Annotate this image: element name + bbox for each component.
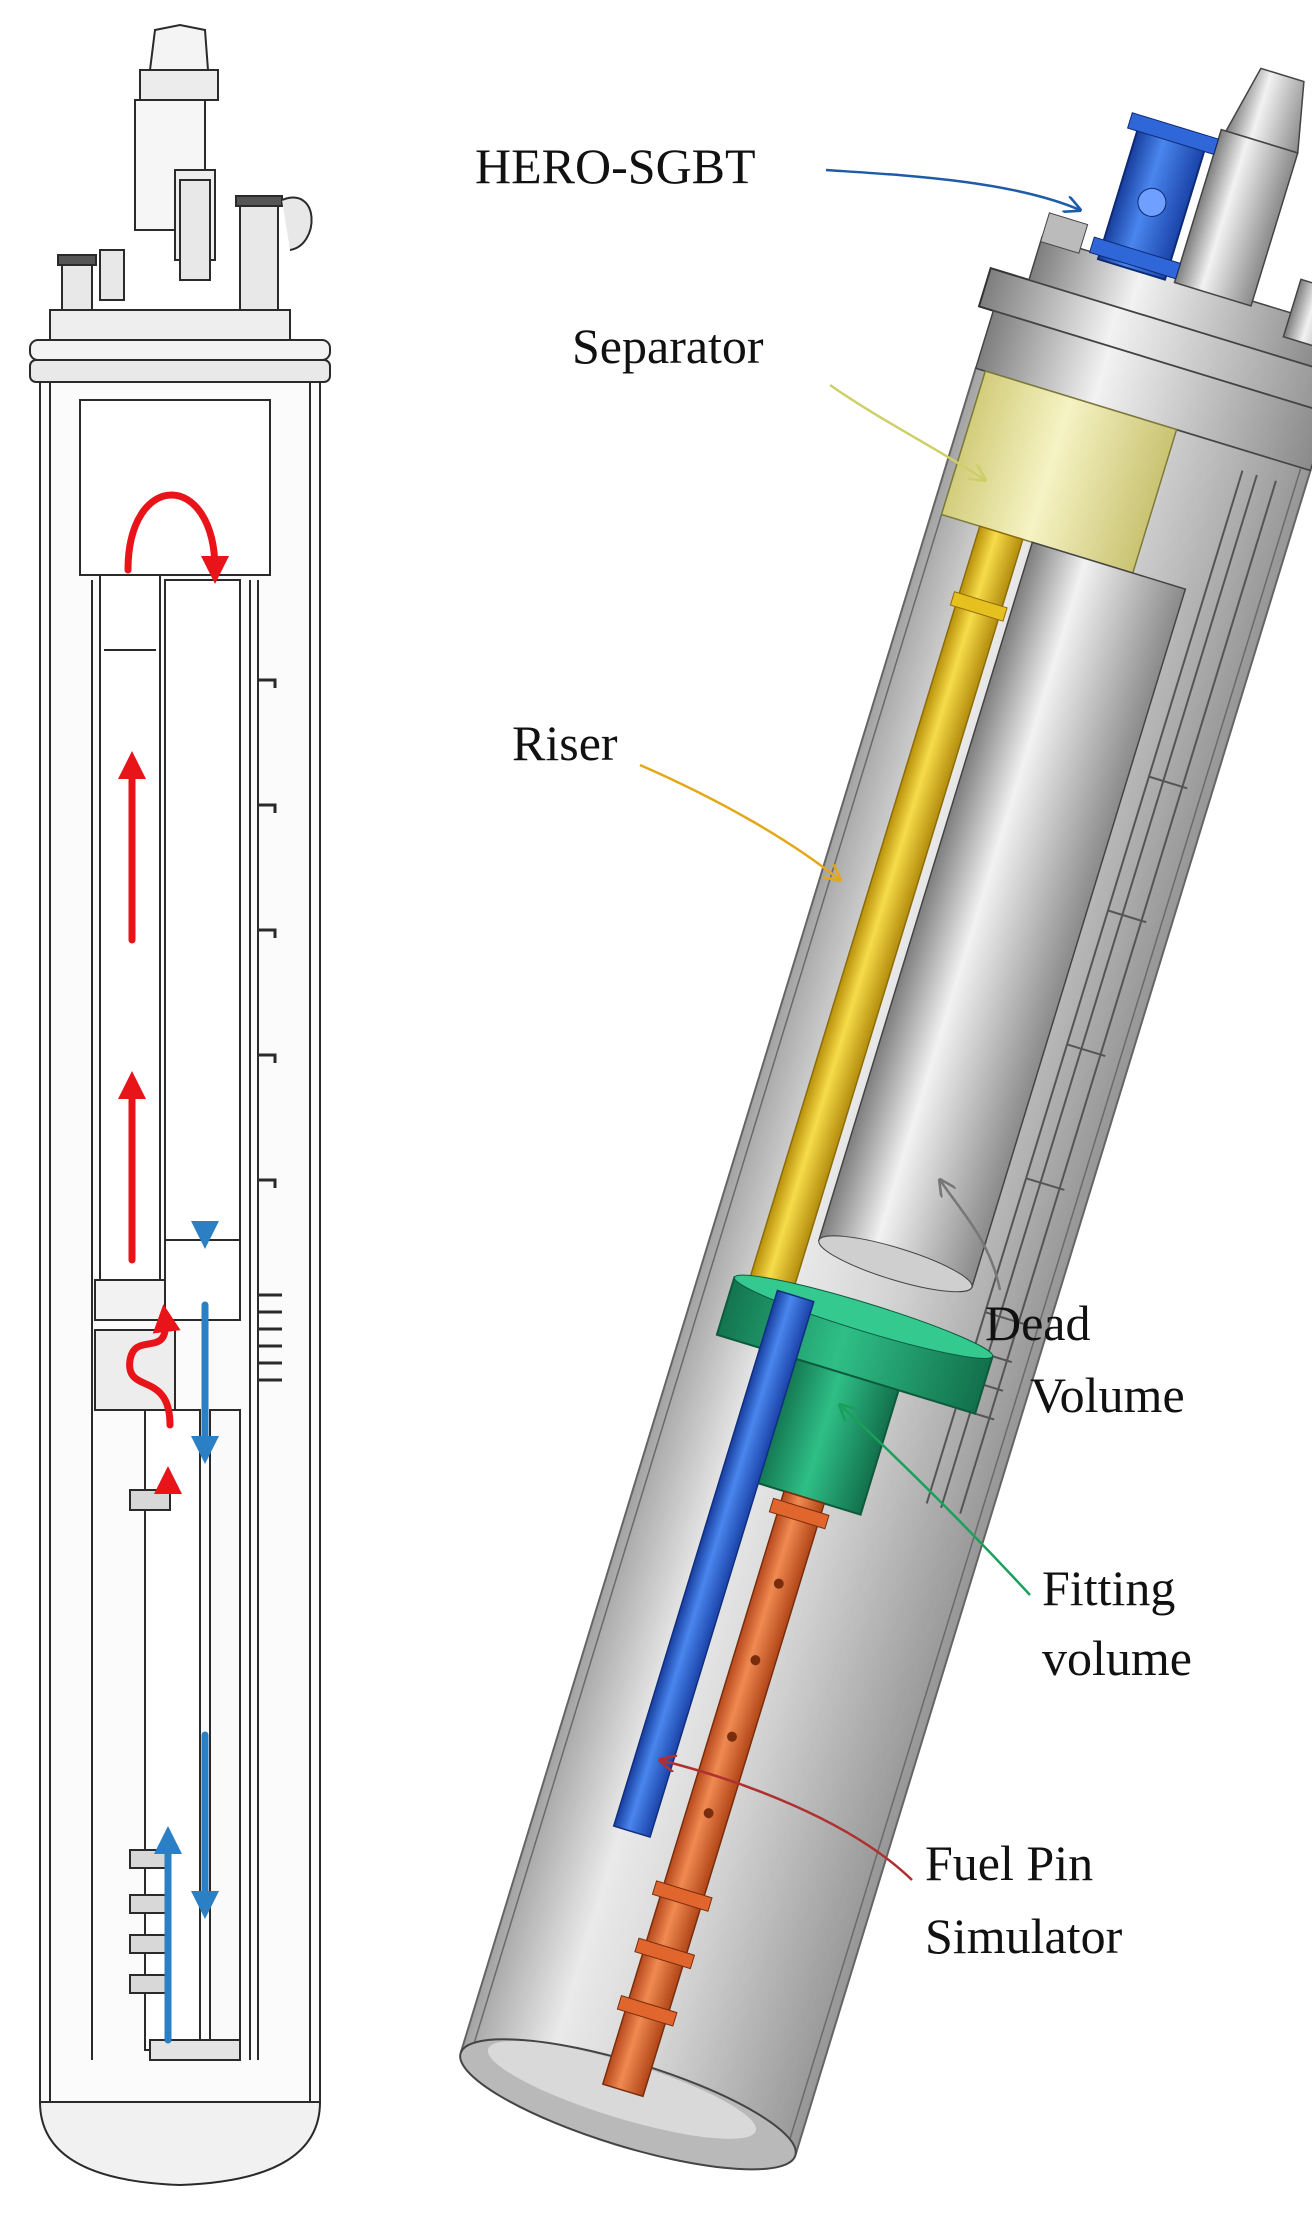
label-dead-volume-line2: Volume [1030,1367,1185,1423]
top-nozzle-collar [139,69,219,101]
fuel-pin-component [601,1490,830,2098]
label-fuel-pin-line1: Fuel Pin [925,1835,1093,1891]
hot-flow-wiggle-arrow [126,1304,181,1429]
component-labels: HERO-SGBT Separator Riser Dead Volume Fi… [475,138,1192,1964]
left-flow-schematic [29,23,331,2187]
label-fitting-volume-line1: Fitting [1042,1560,1175,1616]
label-fuel-pin-line2: Simulator [925,1908,1123,1964]
leader-lines [639,168,1080,1881]
label-fitting-volume-line2: volume [1042,1630,1192,1686]
downcomer-component [612,1289,815,1839]
separator-leader [829,383,985,480]
left-fitting-block [94,1279,166,1321]
label-hero-sgbt: HERO-SGBT [475,138,756,194]
flow-arrows [118,491,229,2044]
lid-fittings [57,179,313,311]
label-dead-volume-line1: Dead [985,1295,1091,1351]
hero-sgbt-leader [825,168,1080,210]
label-riser: Riser [512,715,618,771]
lid-flange [49,309,291,341]
label-separator: Separator [572,318,764,374]
hot-flow-turn-arrow [124,491,229,584]
upper-plenum [79,399,271,576]
left-vessel-bottom [39,2101,321,2187]
top-nozzle [148,23,210,71]
hero-sgbt-component [1088,112,1219,281]
fitting-volume-component [715,1274,994,1516]
fuel-pin-leader [660,1760,913,1881]
riser-leader [639,763,840,880]
dead-volume-leader [940,1180,1002,1291]
right-3d-vessel [459,67,1312,2171]
support-ticks [258,678,282,1382]
dead-volume-rods [925,470,1277,1514]
fitting-volume-leader [840,1405,1031,1596]
